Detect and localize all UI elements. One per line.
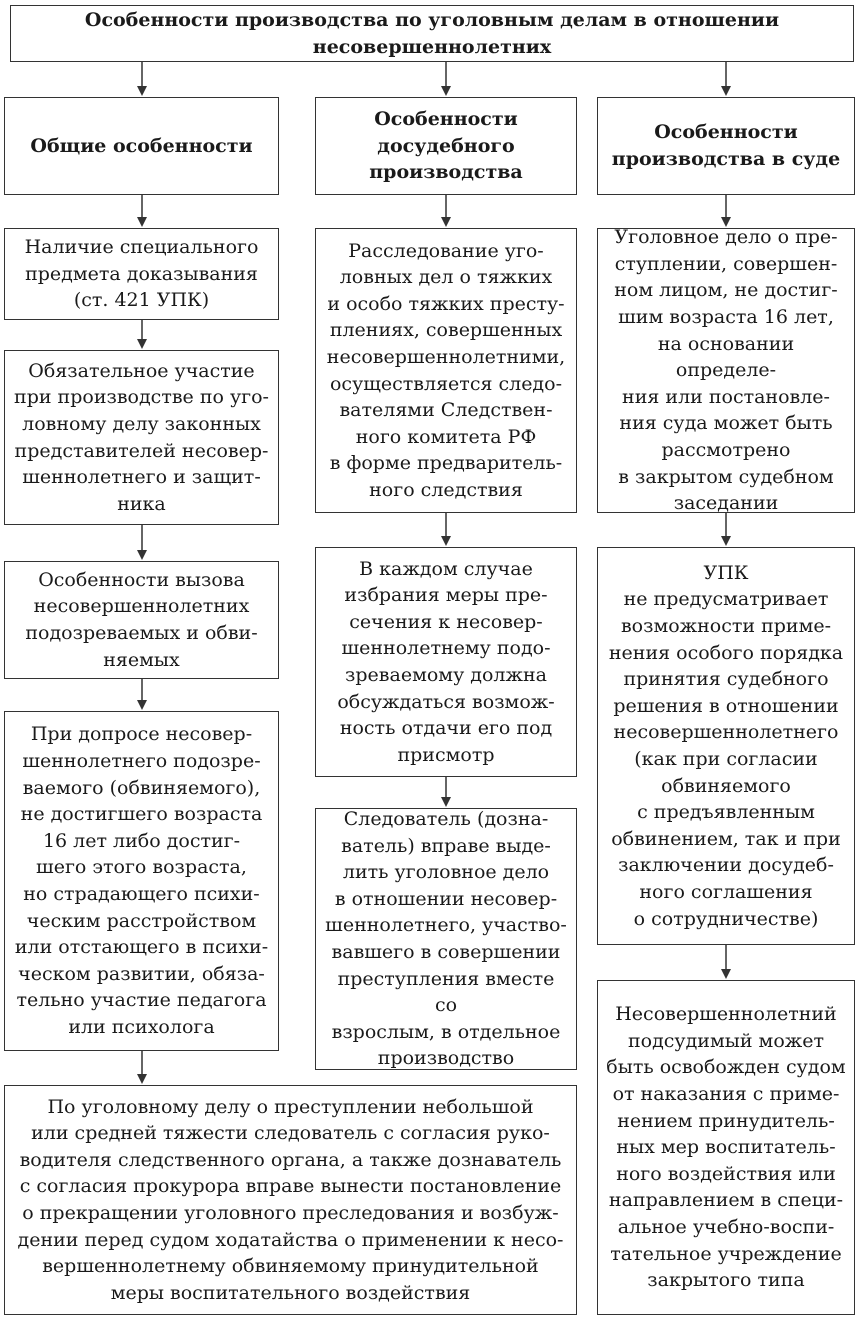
- arrow-connector: [721, 195, 731, 227]
- general-item-box: Особенности вызова несовершеннолетних по…: [4, 561, 279, 679]
- arrow-connector: [721, 62, 731, 96]
- court-item-box: Уголовное дело о пре- ступлении, соверше…: [597, 226, 855, 514]
- bottom-note-box: По уголовному делу о преступлении неболь…: [4, 1085, 577, 1315]
- arrow-connector: [441, 195, 451, 227]
- general-item-box: Обязательное участие при производстве по…: [4, 350, 279, 525]
- arrow-connector: [137, 62, 147, 96]
- general-heading: Общие особенности: [30, 134, 253, 157]
- court-item-text: Уголовное дело о пре- ступлении, соверше…: [614, 226, 838, 515]
- pretrial-item-box: Расследование уго- ловных дел о тяжких и…: [315, 228, 577, 513]
- arrow-connector: [137, 1051, 147, 1084]
- arrow-connector: [721, 513, 731, 546]
- court-item-text: УПК не предусматривает возможности приме…: [608, 561, 844, 930]
- arrow-connector: [441, 513, 451, 546]
- arrow-connector: [441, 777, 451, 807]
- general-item-text: Обязательное участие при производстве по…: [14, 359, 269, 515]
- pretrial-heading: Особенности досудебного производства: [369, 108, 523, 184]
- arrow-connector: [137, 525, 147, 560]
- court-heading: Особенности производства в суде: [611, 121, 841, 170]
- pretrial-item-text: В каждом случае избрания меры пре- сечен…: [337, 557, 555, 766]
- arrow-connector: [137, 195, 147, 227]
- court-heading-box: Особенности производства в суде: [597, 97, 855, 195]
- general-item-box: Наличие специального предмета доказывани…: [4, 228, 279, 320]
- arrow-connector: [441, 62, 451, 96]
- general-item-text: Наличие специального предмета доказывани…: [24, 236, 259, 312]
- pretrial-heading-box: Особенности досудебного производства: [315, 97, 577, 195]
- pretrial-item-text: Следователь (дозна- ватель) вправе выде-…: [325, 808, 567, 1070]
- pretrial-item-text: Расследование уго- ловных дел о тяжких и…: [326, 239, 566, 501]
- diagram-title-box: Особенности производства по уголовным де…: [10, 5, 854, 62]
- court-item-box: УПК не предусматривает возможности приме…: [597, 547, 855, 945]
- pretrial-item-box: В каждом случае избрания меры пре- сечен…: [315, 547, 577, 777]
- arrow-connector: [137, 320, 147, 349]
- arrow-connector: [137, 679, 147, 710]
- bottom-note-text: По уголовному делу о преступлении неболь…: [17, 1095, 564, 1304]
- pretrial-item-box: Следователь (дозна- ватель) вправе выде-…: [315, 808, 577, 1070]
- diagram-title: Особенности производства по уголовным де…: [84, 8, 780, 58]
- court-item-text: Несовершеннолетний подсудимый может быть…: [606, 1003, 846, 1292]
- court-item-box: Несовершеннолетний подсудимый может быть…: [597, 980, 855, 1315]
- general-heading-box: Общие особенности: [4, 97, 279, 195]
- general-item-box: При допросе несовер- шеннолетнего подозр…: [4, 711, 279, 1051]
- general-item-text: При допросе несовер- шеннолетнего подозр…: [14, 723, 269, 1038]
- general-item-text: Особенности вызова несовершеннолетних по…: [25, 568, 258, 671]
- arrow-connector: [721, 945, 731, 979]
